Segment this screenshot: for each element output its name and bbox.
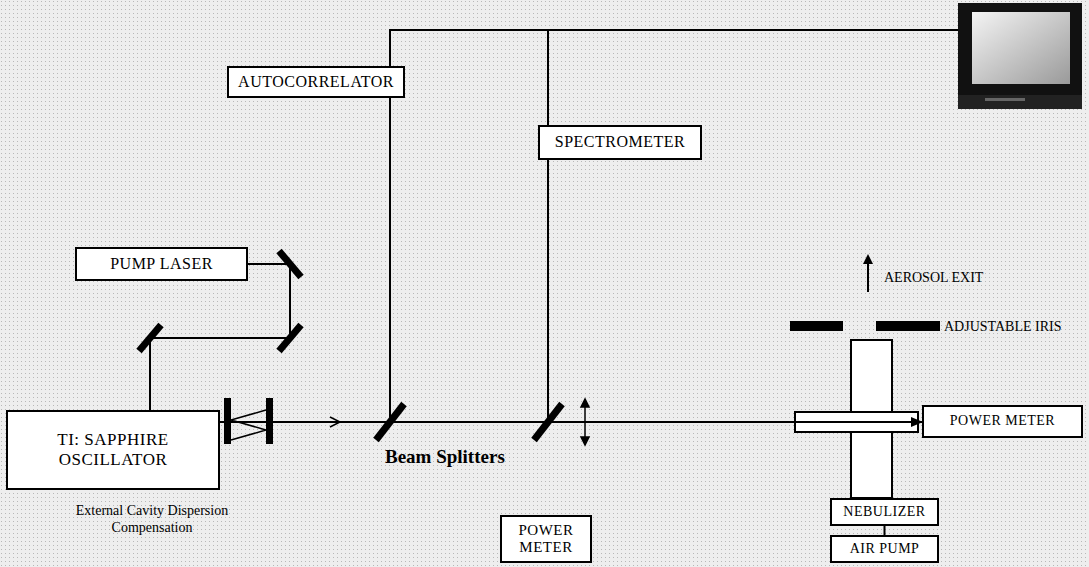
beam-path xyxy=(150,264,290,410)
box-text: PUMP LASER xyxy=(110,255,213,273)
box-text: POWER METER xyxy=(950,413,1055,429)
pump-box: AIR PUMP xyxy=(830,535,939,563)
beam-path xyxy=(884,526,886,535)
box-text: NEBULIZER xyxy=(843,504,925,520)
box-text: SPECTROMETER xyxy=(555,133,685,151)
nebulizer-box: NEBULIZER xyxy=(830,498,939,526)
beam-path xyxy=(220,160,548,422)
oscillator-box: TI: SAPPHIRE OSCILLATOR xyxy=(6,410,220,490)
aerosol-cell xyxy=(795,340,918,498)
beam-path xyxy=(220,421,922,423)
data-cable xyxy=(390,30,958,125)
part-label: ADJUSTABLE IRIS xyxy=(944,319,1062,336)
laser-box: PUMP LASER xyxy=(75,247,248,281)
aerosol-exit-arrow xyxy=(863,254,873,292)
box-text: AUTOCORRELATOR xyxy=(238,73,394,91)
computer-icon xyxy=(958,3,1082,109)
instrument-box: AUTOCORRELATOR xyxy=(227,66,405,98)
meter-box: POWER METER xyxy=(500,515,592,563)
part-label: Beam Splitters xyxy=(385,446,505,469)
box-text: POWER METER xyxy=(511,522,581,557)
adjustable-iris xyxy=(790,321,940,331)
box-text: TI: SAPPHIRE OSCILLATOR xyxy=(28,430,198,469)
box-text: AIR PUMP xyxy=(850,541,920,557)
meter-box: POWER METER xyxy=(922,405,1083,438)
caption-note: External Cavity Dispersion Compensation xyxy=(62,503,242,537)
instrument-box: SPECTROMETER xyxy=(538,125,702,160)
part-label: AEROSOL EXIT xyxy=(884,270,983,287)
